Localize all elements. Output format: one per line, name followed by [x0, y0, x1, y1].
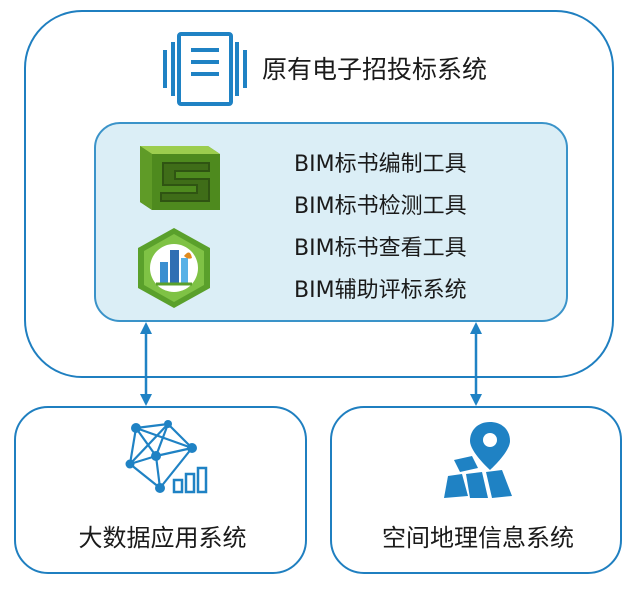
- gis-label: 空间地理信息系统: [382, 524, 574, 552]
- map-pin-icon: [444, 422, 512, 498]
- gis-system-box: 空间地理信息系统: [330, 406, 622, 574]
- network-chart-icon: [125, 420, 208, 494]
- bim-tool-item: BIM标书查看工具: [294, 236, 467, 261]
- bim-tool-item: BIM辅助评标系统: [294, 278, 467, 303]
- document-icon: [163, 32, 247, 106]
- bim-tool-item: BIM标书检测工具: [294, 194, 467, 219]
- bim-tool-item: BIM标书编制工具: [294, 152, 467, 177]
- main-system-title: 原有电子招投标系统: [262, 55, 488, 84]
- bim-s-logo-icon: [140, 146, 220, 210]
- bim-review-logo-icon: [138, 228, 210, 308]
- big-data-label: 大数据应用系统: [78, 524, 247, 552]
- big-data-system-box: 大数据应用系统: [14, 406, 307, 574]
